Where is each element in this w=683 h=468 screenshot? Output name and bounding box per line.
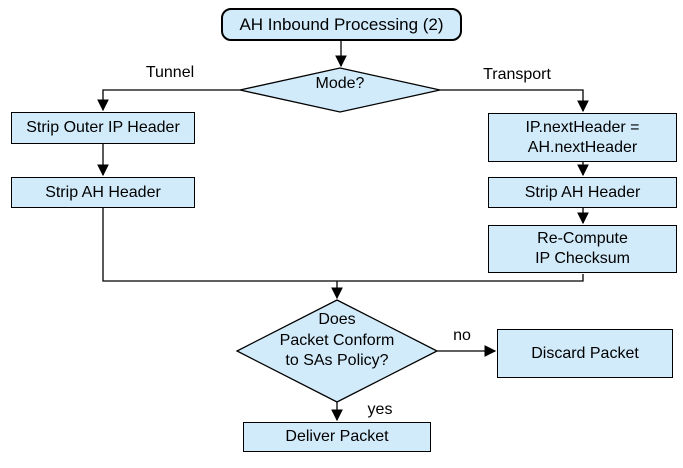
edge-mode-tunnel-to-strip-outer (97, 89, 240, 112)
mode-decision-label: Mode? (315, 74, 365, 92)
strip-ah-header-left-node: Strip AH Header (11, 177, 195, 208)
policy-decision-label: Does Packet Conform to SAs Policy? (279, 310, 395, 370)
tunnel-branch-label: Tunnel (145, 63, 195, 81)
start-node: AH Inbound Processing (2) (221, 8, 462, 41)
yes-branch-label: yes (367, 400, 393, 418)
deliver-packet-node: Deliver Packet (243, 422, 431, 452)
edge-mode-transport-to-ip-nextheader (440, 89, 589, 113)
no-branch-label: no (453, 326, 471, 344)
discard-packet-node: Discard Packet (497, 329, 673, 378)
strip-ah-header-right-node: Strip AH Header (488, 177, 677, 208)
strip-outer-ip-header-node: Strip Outer IP Header (11, 112, 195, 144)
recompute-ip-checksum-node: Re-Compute IP Checksum (488, 225, 677, 273)
ip-nextheader-node: IP.nextHeader = AH.nextHeader (488, 113, 677, 162)
transport-branch-label: Transport (483, 65, 551, 83)
